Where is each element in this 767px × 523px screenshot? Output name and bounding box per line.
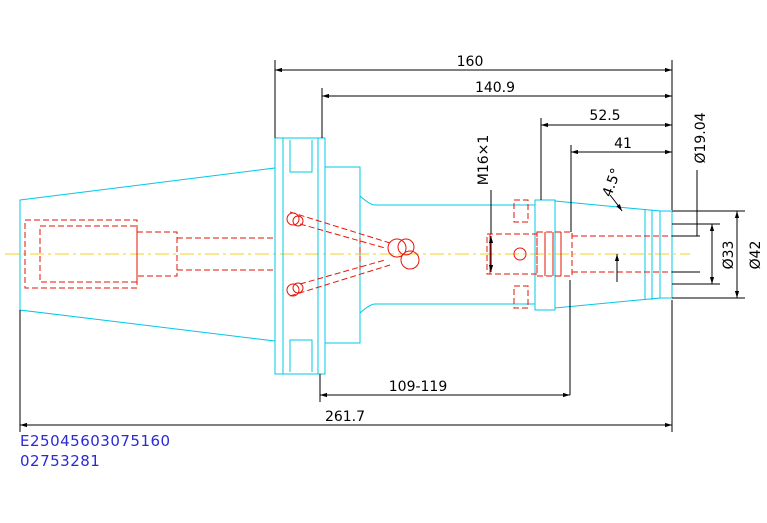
dim-41: 41 xyxy=(614,136,632,152)
dim-dia-19: Ø19.04 xyxy=(693,112,709,163)
dim-52-5: 52.5 xyxy=(589,108,620,124)
part-number-note: E25045603075160 xyxy=(20,432,171,450)
dim-140-9: 140.9 xyxy=(475,80,515,96)
dim-angle: 4.5° xyxy=(600,166,625,199)
dim-109-119: 109-119 xyxy=(389,379,448,395)
thread-label: M16×1 xyxy=(476,135,492,186)
dimension-lines xyxy=(19,60,745,432)
tool-outline xyxy=(19,137,673,375)
hidden-features xyxy=(24,199,672,309)
dim-dia-33: Ø33 xyxy=(721,241,737,270)
dim-261-7: 261.7 xyxy=(325,409,365,425)
code-note: 02753281 xyxy=(20,452,101,470)
dim-dia-42: Ø42 xyxy=(748,241,764,270)
dim-160: 160 xyxy=(457,54,484,70)
